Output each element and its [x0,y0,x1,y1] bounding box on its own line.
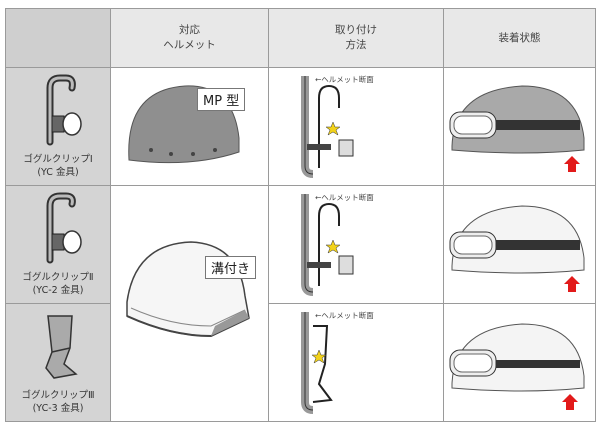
clip-3-name: ゴグルクリップⅢ [21,390,95,401]
arrow-up-icon [564,276,580,292]
method-1-diagram [301,76,354,178]
method-3-cell: ←ヘルメット断面 [268,303,444,422]
clip-1-code: (YC 金具) [37,167,79,178]
header-method: 取り付け 方法 [268,8,444,68]
header-corner [5,8,111,68]
state-3-cell [443,303,596,422]
helmet-mp-label: MP 型 [197,88,246,111]
clip-cell: ゴグルクリップⅢ (YC-3 金具) [5,303,111,422]
table-row: ゴグルクリップⅠ (YC 金具) MP 型 [5,67,596,186]
star-icon [311,349,327,364]
helmet-groove-cell: 溝付き [110,185,269,422]
header-helmet-line1: 対応 [179,24,200,36]
groove-helmet-icon [126,241,250,338]
method-2-section-label: ←ヘルメット断面 [315,193,374,202]
header-method-line2: 方法 [345,39,367,51]
clip-3-code: (YC-3 金具) [32,403,84,414]
state-1-illustration [449,85,585,172]
clip-cell: ゴグルクリップⅠ (YC 金具) [5,67,111,186]
method-2-diagram [301,194,354,296]
header-state-label: 装着状態 [498,31,541,44]
method-2-cell: ←ヘルメット断面 [268,185,444,304]
clip-cell: ゴグルクリップⅡ (YC-2 金具) [5,185,111,304]
header-helmet-line2: ヘルメット [163,39,216,51]
table-row: ゴグルクリップⅢ (YC-3 金具) ←ヘルメット断面 [5,303,596,422]
method-3-diagram [301,312,333,414]
star-icon [325,239,341,254]
clip-2-name: ゴグルクリップⅡ [22,272,94,283]
clip-1-illustration [46,74,82,146]
arrow-up-icon [564,156,580,172]
header-row: 対応 ヘルメット 取り付け 方法 装着状態 [5,8,596,68]
header-state: 装着状態 [443,8,596,68]
method-1-section-label: ←ヘルメット断面 [315,75,374,84]
arrow-up-icon [562,394,578,410]
helmet-mp-cell: MP 型 [110,67,269,186]
header-helmet: 対応 ヘルメット [110,8,269,68]
table-row: ゴグルクリップⅡ (YC-2 金具) 溝付き [5,185,596,422]
clip-3-illustration [45,315,78,379]
state-1-cell [443,67,596,186]
goggle-clip-table: 対応 ヘルメット 取り付け 方法 装着状態 ゴグ [5,8,596,422]
header-method-line1: 取り付け [335,24,377,36]
clip-1-name: ゴグルクリップⅠ [23,154,93,165]
clip-2-code: (YC-2 金具) [32,285,84,296]
state-3-illustration [449,323,585,410]
mp-helmet-icon [128,85,240,164]
method-3-section-label: ←ヘルメット断面 [315,311,374,320]
helmet-groove-label: 溝付き [205,256,257,279]
state-2-cell [443,185,596,304]
method-1-cell: ←ヘルメット断面 [268,67,444,186]
state-2-illustration [449,205,585,292]
clip-2-illustration [46,192,82,264]
star-icon [325,121,341,136]
